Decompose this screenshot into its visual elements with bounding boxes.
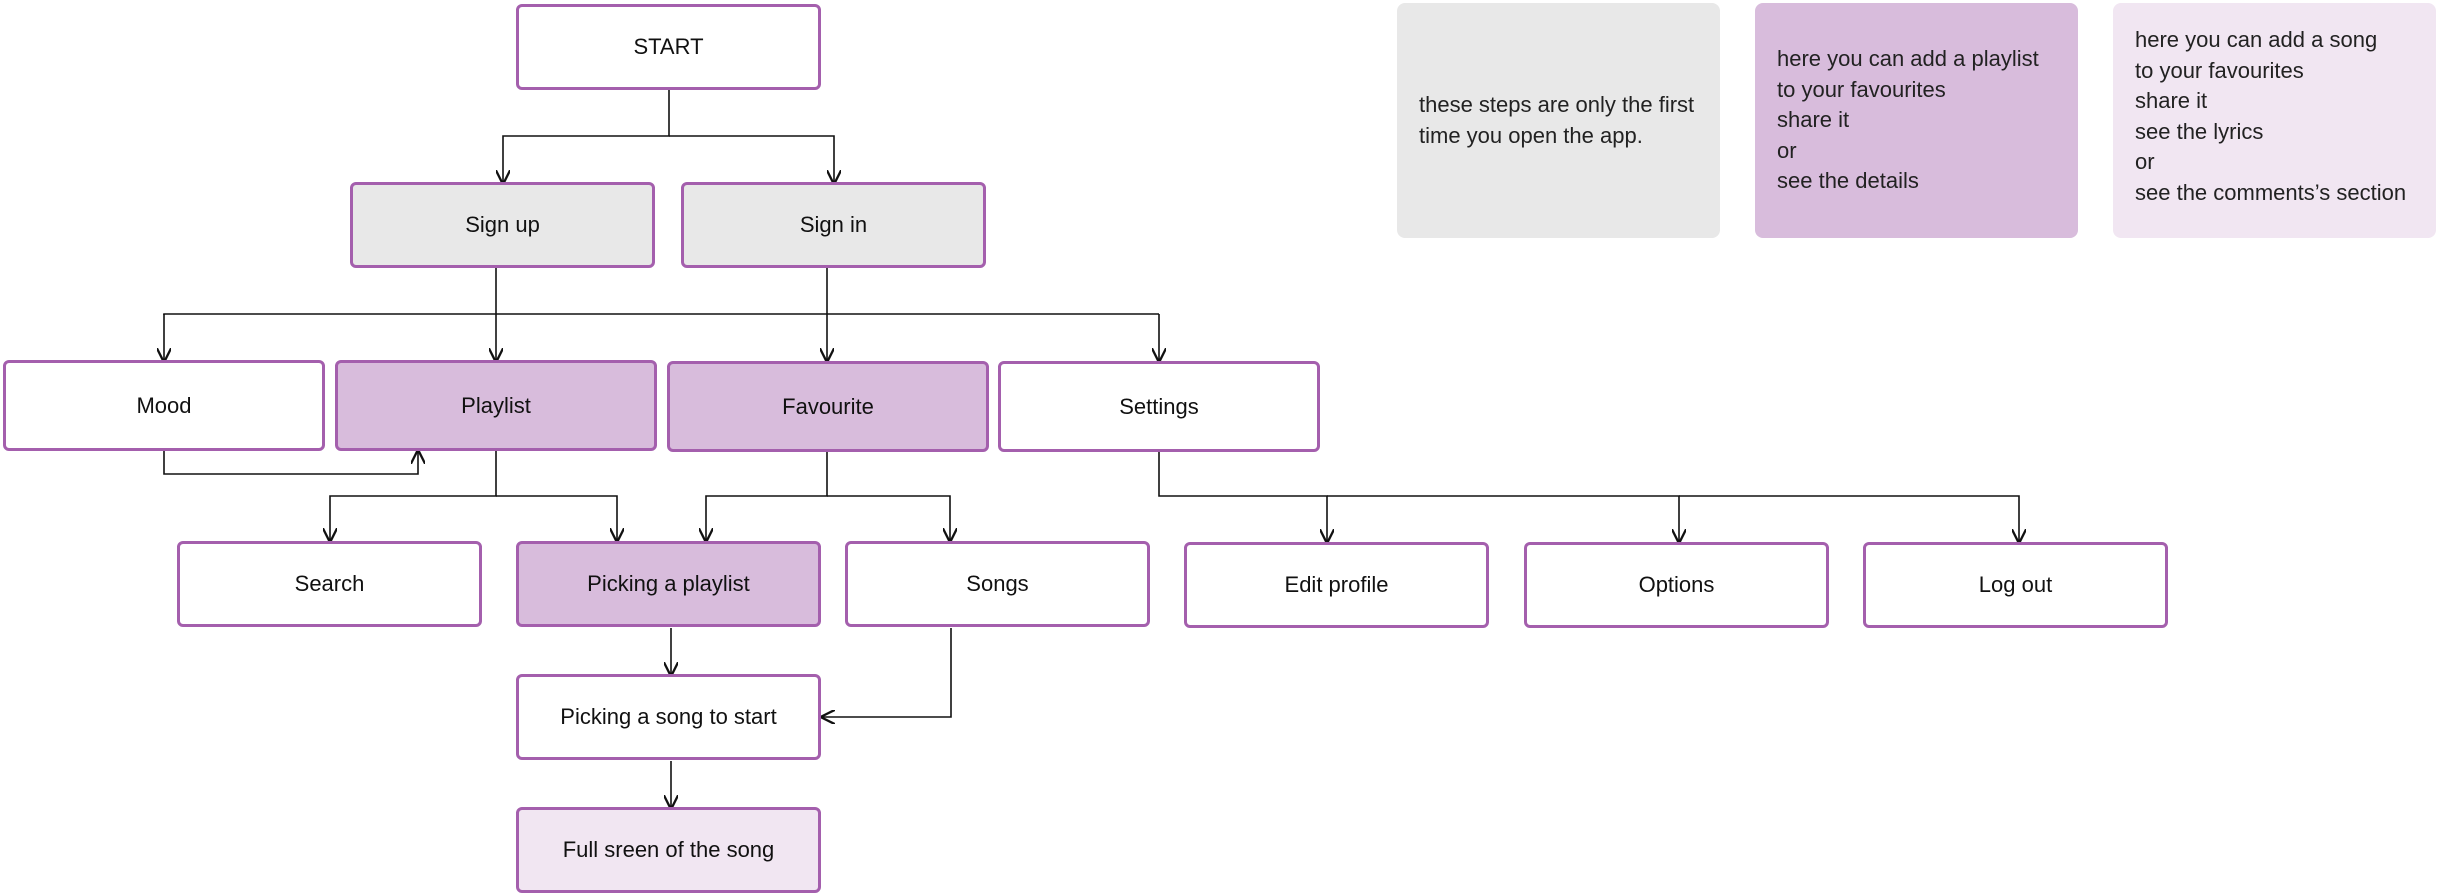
- node-settings: Settings: [998, 361, 1320, 452]
- connector-songs-picking-song: [822, 628, 952, 717]
- connector-mood-playlist: [163, 450, 418, 475]
- connector-settings-logout: [1679, 495, 2019, 542]
- note-song-actions: here you can add a song to your favourit…: [2113, 3, 2436, 238]
- node-options: Options: [1524, 542, 1829, 628]
- node-search: Search: [177, 541, 482, 627]
- node-picking-a-song: Picking a song to start: [516, 674, 821, 760]
- node-edit-profile: Edit profile: [1184, 542, 1489, 628]
- note-playlist-actions: here you can add a playlist to your favo…: [1755, 3, 2078, 238]
- connector-start-signup: [503, 89, 670, 183]
- node-full-screen-song: Full sreen of the song: [516, 807, 821, 893]
- node-mood: Mood: [3, 360, 325, 451]
- connector-signup-bus: [163, 313, 1159, 315]
- connector-settings-options: [1327, 495, 1679, 542]
- node-start: START: [516, 4, 821, 90]
- note-first-time: these steps are only the first time you …: [1397, 3, 1720, 238]
- node-sign-in: Sign in: [681, 182, 986, 268]
- node-sign-up: Sign up: [350, 182, 655, 268]
- node-songs: Songs: [845, 541, 1150, 627]
- connector-playlist-search: [330, 451, 497, 541]
- connector-favourite-songs: [827, 495, 950, 541]
- connector-playlist-picking: [496, 495, 617, 541]
- node-favourite: Favourite: [667, 361, 989, 452]
- node-playlist: Playlist: [335, 360, 657, 451]
- node-picking-a-playlist: Picking a playlist: [516, 541, 821, 627]
- connector-start-signin: [669, 135, 834, 183]
- node-log-out: Log out: [1863, 542, 2168, 628]
- connector-settings-edit: [1158, 452, 1327, 542]
- connector-favourite-picking: [706, 452, 828, 541]
